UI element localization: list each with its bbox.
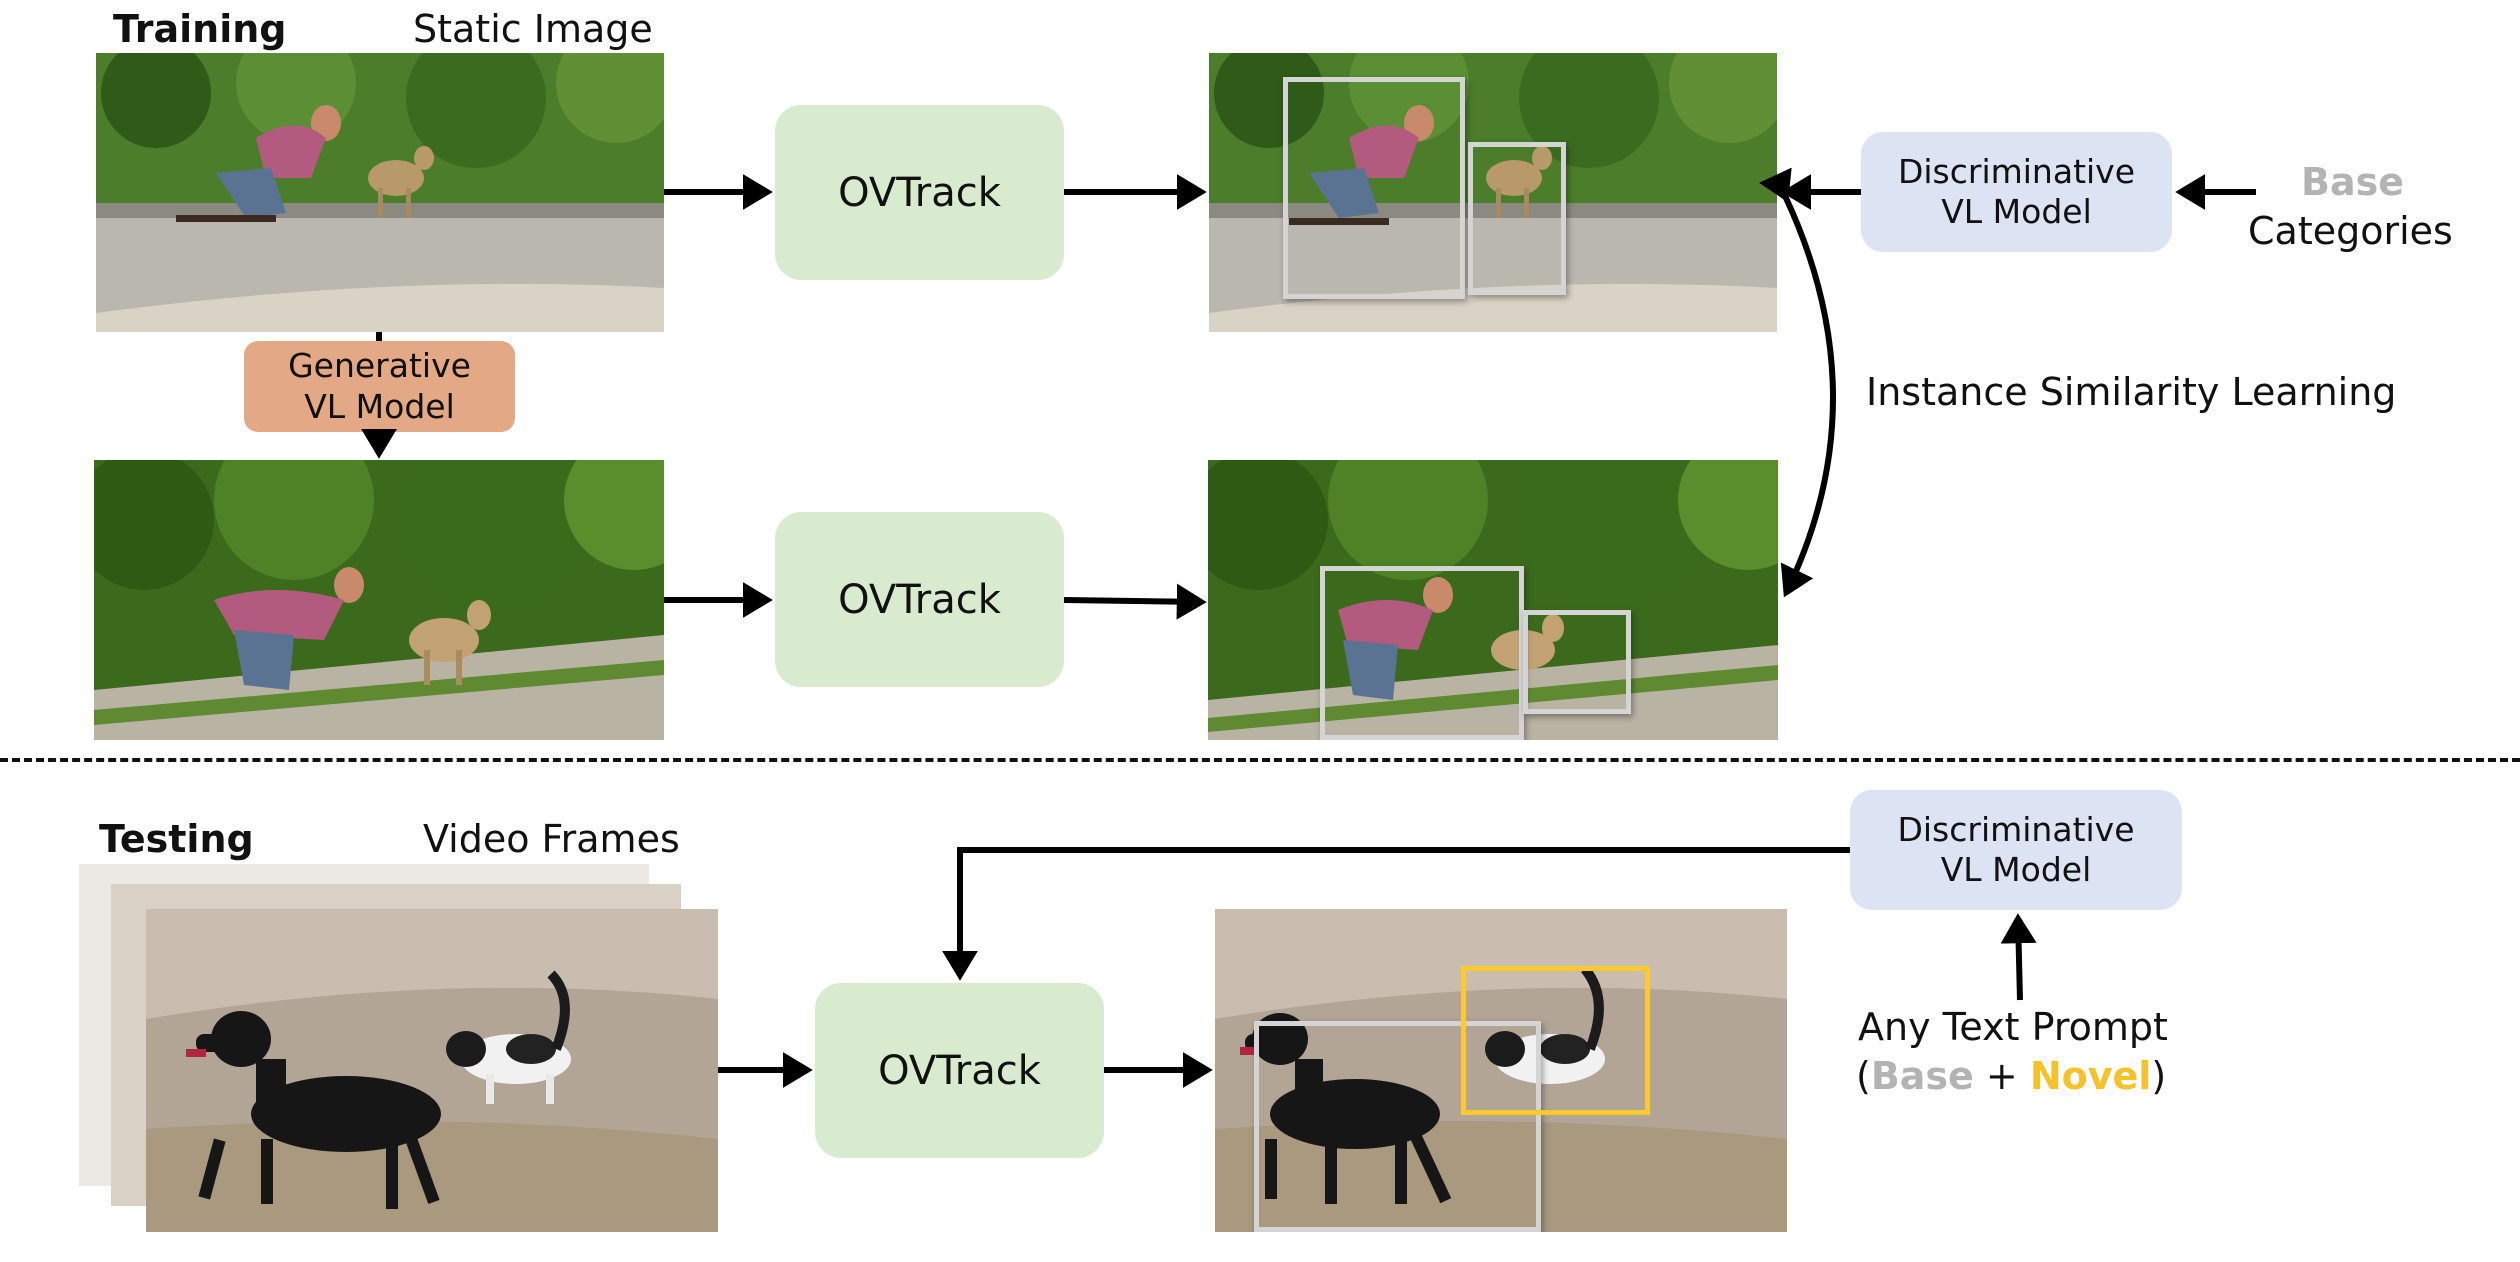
ovtrack-box-testing: OVTrack [815,983,1104,1158]
text-prompt-label: Any Text Prompt [1858,1005,2168,1049]
training-result-photo-bottom [1208,460,1778,740]
prompt-plus: + [1973,1054,2030,1098]
ovtrack-label-testing: OVTrack [878,1047,1041,1094]
testing-heading: Testing [99,817,254,861]
instance-similarity-label: Instance Similarity Learning [1866,370,2397,414]
discriminative-model-testing-line2: VL Model [1940,850,2092,889]
ovtrack-label-top: OVTrack [838,169,1001,216]
training-result-photo-top [1209,53,1777,332]
bbox-dog-top [1468,142,1566,295]
bbox-dog-testing [1254,1021,1541,1232]
arrow-ovtrack-to-result-mid [1063,583,1207,620]
video-frame-front [146,909,718,1232]
discriminative-vl-model-box-training: Discriminative VL Model [1861,132,2172,252]
ovtrack-label-middle: OVTrack [838,576,1001,623]
bbox-person-top [1283,77,1465,299]
arrow-instance-similarity [1759,167,1836,598]
paren-close: ) [2151,1054,2167,1098]
text-prompt-categories: (Base + Novel) [1856,1057,2166,1095]
bbox-person-bottom [1320,566,1524,740]
static-image-photo [96,53,664,332]
prompt-novel: Novel [2029,1054,2152,1098]
generative-vl-model-box: Generative VL Model [244,341,515,432]
arrow-prompt-to-discriminative [2000,913,2037,1001]
generative-model-line1: Generative [288,346,471,386]
training-heading: Training [113,7,287,51]
discriminative-vl-model-box-testing: Discriminative VL Model [1850,790,2182,910]
discriminative-model-line2: VL Model [1941,192,2092,231]
bbox-dog-bottom [1523,610,1631,714]
prompt-base: Base [1870,1054,1974,1098]
ovtrack-box-middle: OVTrack [775,512,1064,687]
discriminative-model-testing-line1: Discriminative [1897,809,2135,849]
testing-result-photo [1215,909,1787,1232]
static-image-label: Static Image [413,7,653,51]
base-categories-label: Categories [2248,209,2453,253]
video-frames-label: Video Frames [423,817,680,861]
bbox-cat-testing [1461,966,1650,1115]
generated-image-photo [94,460,664,740]
generative-model-line2: VL Model [304,386,455,426]
paren-open: ( [1856,1054,1871,1098]
section-divider [0,758,2520,762]
base-categories-base: Base [2301,160,2404,204]
arrow-discriminative-to-ovtrack-testing [942,847,1850,981]
discriminative-model-line1: Discriminative [1897,151,2136,191]
ovtrack-box-top: OVTrack [775,105,1064,280]
